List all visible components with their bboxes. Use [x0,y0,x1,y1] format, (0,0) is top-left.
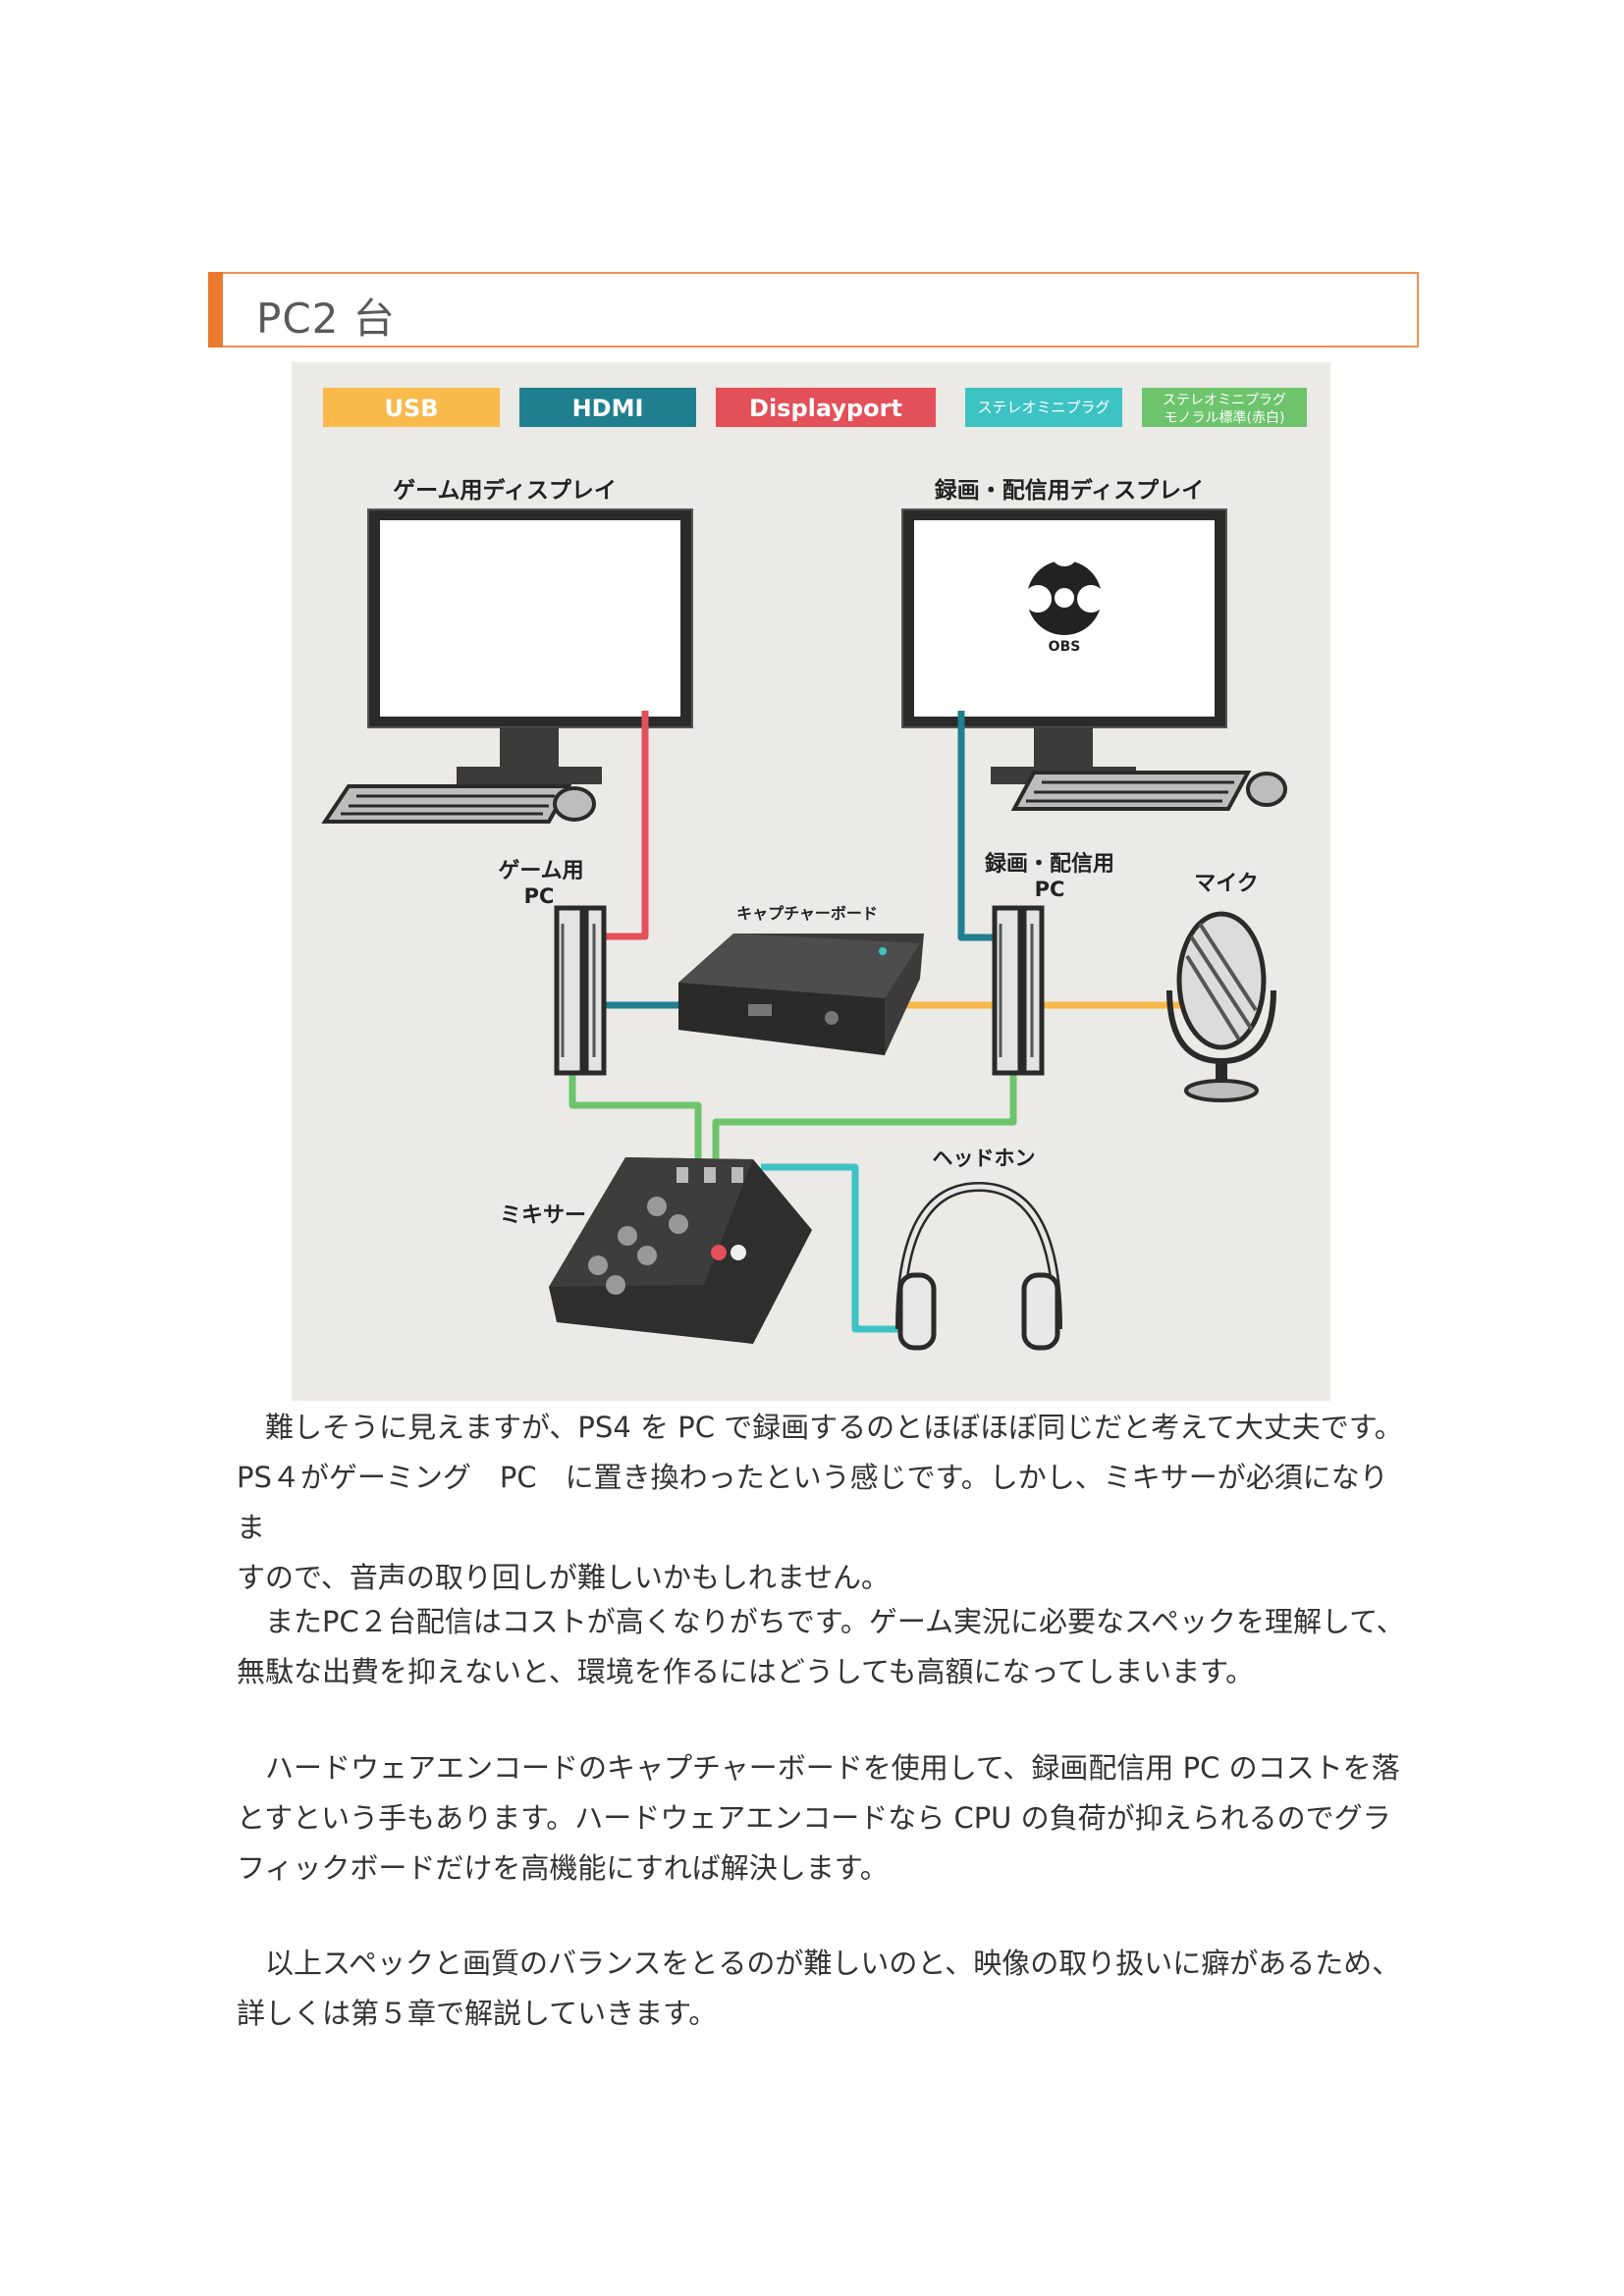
paragraph-4-line-2: 詳しくは第５章で解説していきます。 [237,1997,718,2030]
legend-stereo-mini-label: ステレオミニプラグ [977,399,1110,416]
game-pc-label-pc: PC [524,884,555,908]
obs-label: OBS [1049,639,1081,655]
paragraph-4-line-1: 以上スペックと画質のバランスをとるのが難しいのと、映像の取り扱いに癖があるため、 [237,1947,1401,1980]
heading-title: PC2 台 [256,294,396,343]
paragraph-2: またPC２台配信はコストが高くなりがちです。ゲーム実況に必要なスペックを理解して… [237,1597,1405,1697]
section-heading: PC2 台 [208,272,1419,347]
legend-hdmi-label: HDMI [572,395,644,422]
displayport-cable [604,711,649,940]
paragraph-1-line-3: すので、音声の取り回しが難しいかもしれません。 [237,1561,890,1594]
legend-displayport-swatch [716,388,936,427]
record-pc-label-pc: PC [1035,878,1065,901]
game-pc-tower [554,905,607,1076]
paragraph-4: 以上スペックと画質のバランスをとるのが難しいのと、映像の取り扱いに癖があるため、… [237,1939,1405,2039]
stereo-cable-headphone [761,1163,904,1333]
mic-label: マイク [1194,872,1259,896]
paragraph-3-line-2: とすという手もあります。ハードウェアエンコードなら CPU の負荷が抑えられるの… [237,1801,1391,1835]
heading-accent-bar [208,272,223,347]
headphone-label: ヘッドホン [933,1147,1036,1170]
game-pc-label: ゲーム用 [498,859,583,883]
legend-hdmi-swatch [519,388,696,427]
mono-cable-record [712,1073,1017,1177]
paragraph-2-line-2: 無駄な出費を抑えないと、環境を作るにはどうしても高額になってしまいます。 [237,1655,1255,1688]
legend-usb-swatch [323,388,500,427]
capture-board [678,934,924,1055]
pc2-setup-diagram: USB HDMI Displayport ステレオミニプラグ ステレオミニプラグ… [292,362,1330,1401]
record-pc-label: 録画・配信用 [985,851,1114,877]
game-keyboard [321,784,596,824]
game-display [367,508,693,784]
capture-board-label: キャプチャーボード [736,904,878,923]
headphones [895,1181,1062,1351]
legend-mono-sublabel: モノラル標準(赤白) [1164,410,1285,426]
paragraph-3-line-3: フィックボードだけを高機能にすれば解決します。 [237,1851,889,1885]
mono-cable-game [568,1073,702,1177]
paragraph-1-line-2: PS４がゲーミング PC に置き換わったという感じです。しかし、ミキサーが必須に… [237,1461,1388,1544]
paragraph-3-line-1: ハードウェアエンコードのキャプチャーボードを使用して、録画配信用 PC のコスト… [237,1751,1400,1785]
legend-mono-swatch [1142,388,1307,427]
legend-stereo-mini-swatch [965,388,1122,427]
legend-usb-label: USB [384,395,438,422]
legend-mono-label: ステレオミニプラグ [1163,393,1286,408]
paragraph-3: ハードウェアエンコードのキャプチャーボードを使用して、録画配信用 PC のコスト… [237,1743,1405,1894]
record-display-label: 録画・配信用ディスプレイ [935,477,1204,504]
paragraph-1: 難しそうに見えますが、PS4 を PC で録画するのとほぼほぼ同じだと考えて大丈… [237,1403,1405,1603]
paragraph-2-line-1: またPC２台配信はコストが高くなりがちです。ゲーム実況に必要なスペックを理解して… [237,1605,1405,1638]
paragraph-1-line-1: 難しそうに見えますが、PS4 を PC で録画するのとほぼほぼ同じだと考えて大丈… [237,1411,1403,1444]
mixer-label: ミキサー [500,1203,586,1228]
record-pc-tower [992,905,1045,1076]
microphone [1166,911,1276,1102]
mixer [549,1157,812,1344]
game-display-label: ゲーム用ディスプレイ [393,477,617,504]
legend: USB HDMI Displayport ステレオミニプラグ ステレオミニプラグ… [323,388,1307,427]
hdmi-cable-record [957,711,997,941]
legend-displayport-label: Displayport [749,395,902,422]
record-keyboard [1010,771,1287,811]
